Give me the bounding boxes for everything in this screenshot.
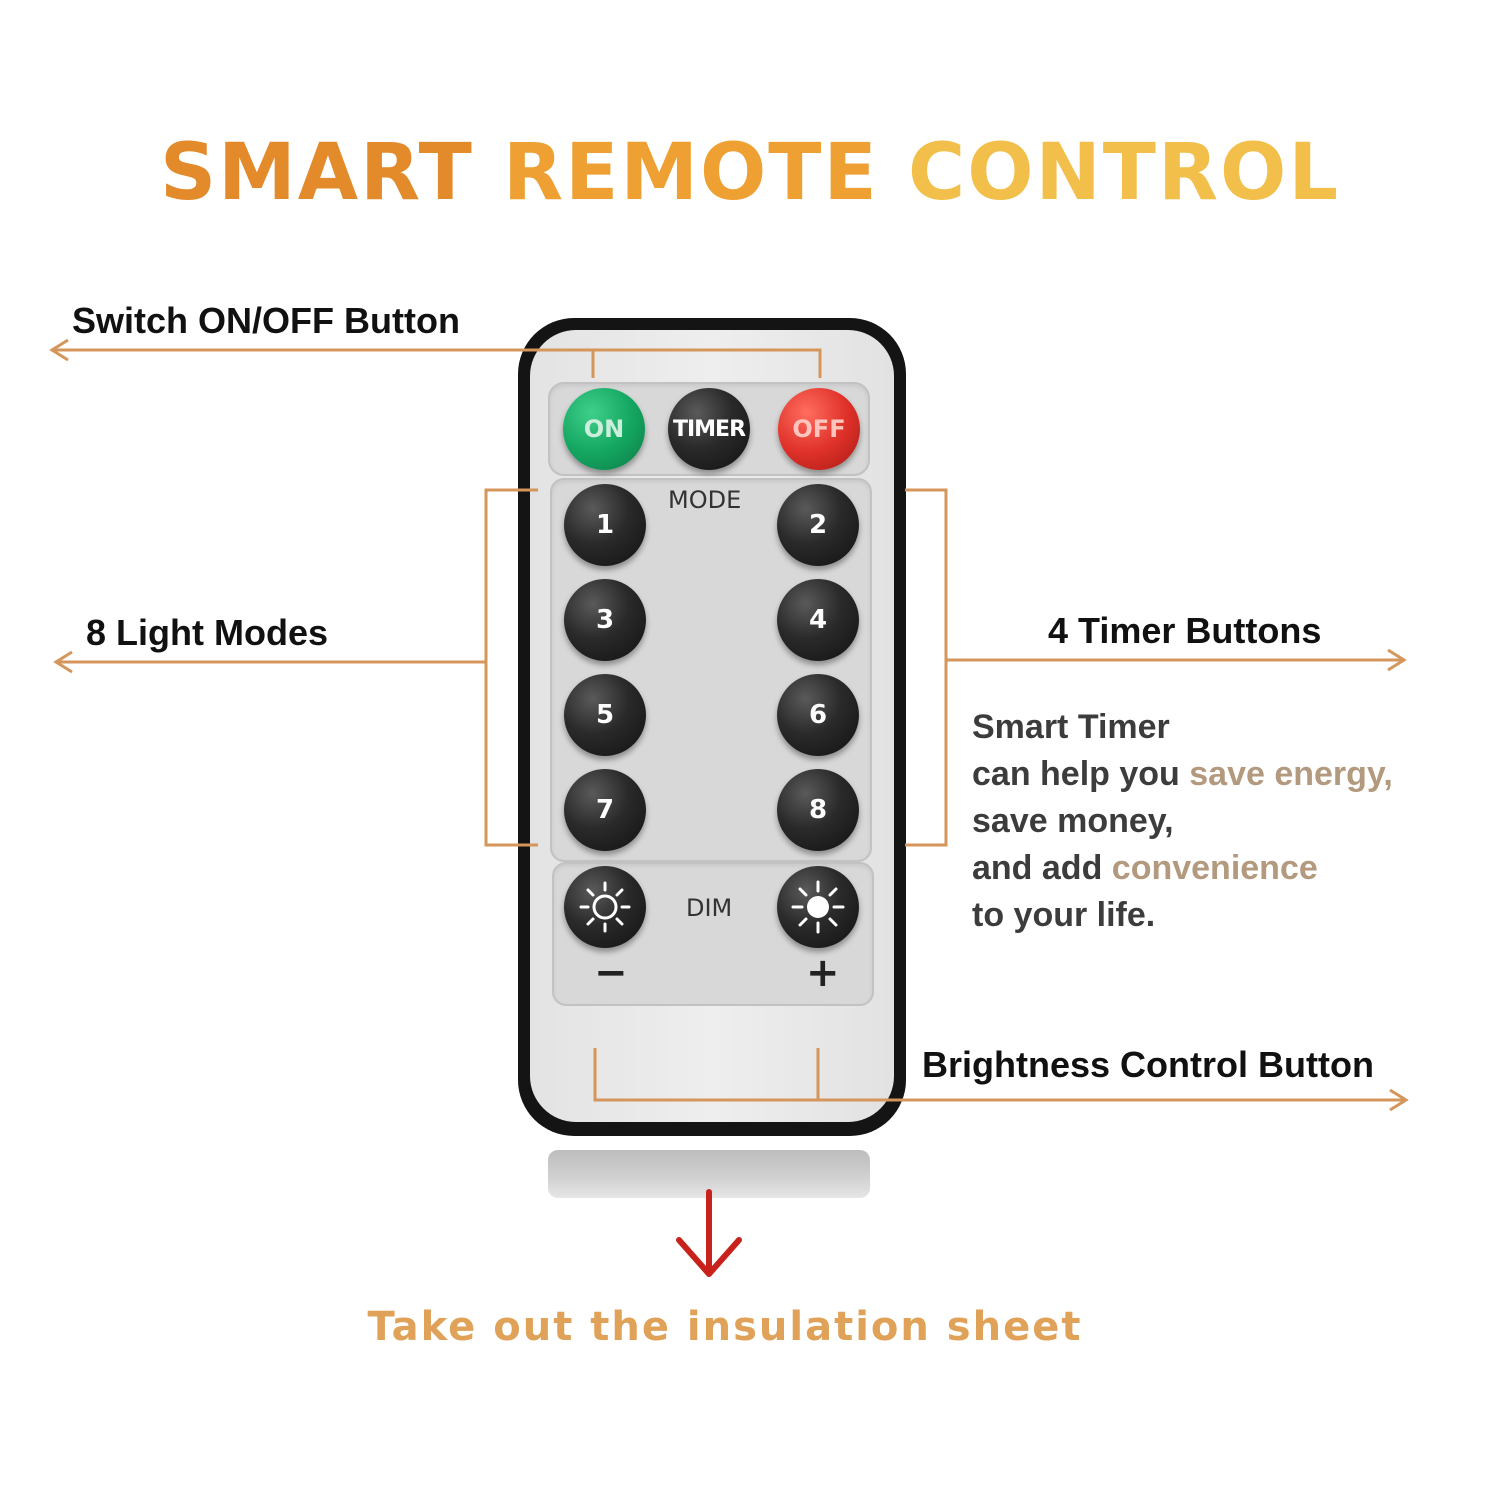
switch-callout-label: Switch ON/OFF Button [72,300,460,341]
smart-timer-line-2a: can help you [972,755,1190,793]
smart-timer-line-2b: save energy, [1189,755,1393,793]
mode-button-8[interactable]: 8 [777,769,859,851]
smart-timer-line-4b: convenience [1111,849,1318,887]
red-down-arrow [676,1189,742,1277]
mode-button-7[interactable]: 7 [564,769,646,851]
smart-timer-line-4a: and add [972,849,1112,887]
dim-label: DIM [686,894,733,922]
mode-button-2[interactable]: 2 [777,484,859,566]
title: SMART REMOTE CONTROL [0,128,1500,218]
timer-arrowhead [1387,648,1407,672]
brightness-callout-label: Brightness Control Button [922,1044,1374,1085]
timer-button[interactable]: TIMER [668,388,750,470]
title-word-remote: REMOTE [503,128,879,218]
dim-up-button[interactable] [777,866,859,948]
mode-button-3[interactable]: 3 [564,579,646,661]
smart-timer-line-2: can help you save energy, [972,751,1393,798]
smart-timer-line-4: and add convenience [972,845,1393,892]
timer-bracket [905,488,948,847]
sun-filled-icon [791,880,845,934]
mode-button-6[interactable]: 6 [777,674,859,756]
brightness-arrowhead [1389,1088,1409,1112]
minus-sign: − [594,950,628,996]
smart-timer-line-3: save money, [972,802,1174,840]
insulation-note: Take out the insulation sheet [367,1304,1083,1350]
smart-timer-line-1: Smart Timer [972,708,1170,746]
sun-outline-icon [579,881,631,933]
mode-button-1[interactable]: 1 [564,484,646,566]
plus-sign: + [806,950,840,996]
title-word-smart: SMART [159,128,474,218]
dim-down-button[interactable] [564,866,646,948]
smart-timer-note: Smart Timer can help you save energy, sa… [972,704,1393,939]
switch-bracket [591,348,822,378]
on-button[interactable]: ON [563,388,645,470]
timers-callout-label: 4 Timer Buttons [1048,610,1322,651]
brightness-bracket [593,1048,820,1102]
title-word-control: CONTROL [907,128,1341,218]
mode-button-4[interactable]: 4 [777,579,859,661]
modes-callout-label: 8 Light Modes [86,612,328,653]
off-button[interactable]: OFF [778,388,860,470]
mode-button-5[interactable]: 5 [564,674,646,756]
smart-timer-line-5: to your life. [972,896,1156,934]
modes-arrowhead [53,650,73,674]
mode-label: MODE [668,486,742,514]
modes-bracket [484,488,538,847]
switch-arrowhead [49,338,69,362]
